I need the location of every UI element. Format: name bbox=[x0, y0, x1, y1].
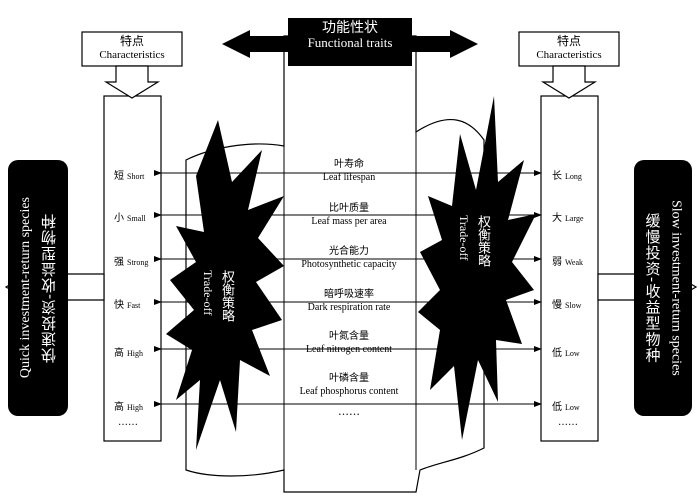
right-more: …… bbox=[558, 417, 578, 428]
title-cn: 功能性状 bbox=[322, 20, 378, 36]
left-more: …… bbox=[118, 417, 138, 428]
right-char-cn: 特点 bbox=[556, 34, 581, 48]
left-tradeoff-cn: 权衡策略 bbox=[219, 270, 234, 322]
functional-traits-arrow bbox=[222, 18, 478, 66]
trait-cn: 叶磷含量 bbox=[329, 373, 369, 384]
trait-en: Leaf lifespan bbox=[322, 171, 376, 183]
right-characteristics-box: 特点 Characteristics bbox=[519, 34, 619, 61]
left-column bbox=[103, 95, 162, 442]
slow-species-label: Slow investment-return species 缓慢投资-收益型物… bbox=[634, 160, 692, 416]
trait-en: Leaf phosphorus content bbox=[299, 385, 399, 397]
quick-species-label: 快速投资-收益型物种 Quick investment-return speci… bbox=[8, 160, 68, 416]
right-tradeoff-cn: 权衡策略 bbox=[475, 215, 490, 267]
left-tradeoff-en: Trade-off bbox=[201, 270, 215, 316]
title-en: Functional traits bbox=[307, 35, 393, 51]
slow-species-en: Slow investment-return species bbox=[668, 200, 684, 376]
trait-more: …… bbox=[338, 405, 360, 418]
quick-species-en: Quick investment-return species bbox=[17, 197, 33, 379]
trait-cn: 暗呼吸速率 bbox=[324, 289, 374, 300]
trait-en: Photosynthetic capacity bbox=[301, 258, 397, 270]
right-tradeoff-burst bbox=[418, 96, 536, 440]
right-down-arrow bbox=[540, 65, 598, 99]
trait-leaf-lifespan: 叶寿命 Leaf lifespan bbox=[282, 159, 416, 184]
right-tradeoff-en: Trade-off bbox=[457, 215, 471, 261]
left-char-cn: 特点 bbox=[119, 34, 144, 48]
trait-cn: 光合能力 bbox=[329, 246, 369, 257]
quick-species-cn: 快速投资-收益型物种 bbox=[39, 212, 58, 364]
trait-cn: 叶氮含量 bbox=[329, 331, 369, 342]
slow-species-cn: 缓慢投资-收益型物种 bbox=[643, 212, 662, 364]
left-char-en: Characteristics bbox=[99, 48, 165, 61]
trait-en: Leaf mass per area bbox=[311, 215, 387, 227]
left-tradeoff-burst bbox=[166, 120, 284, 450]
left-side-block bbox=[8, 160, 68, 416]
trait-cn: 叶寿命 bbox=[334, 159, 364, 170]
right-char-en: Characteristics bbox=[536, 48, 602, 61]
left-tradeoff-label: 权衡策略 Trade-off bbox=[200, 270, 236, 370]
trait-leaf-phosphorus-content: 叶磷含量 Leaf phosphorus content bbox=[282, 373, 416, 398]
trait-cn: 比叶质量 bbox=[329, 203, 369, 214]
right-tradeoff-label: 权衡策略 Trade-off bbox=[456, 215, 492, 315]
right-side-block bbox=[634, 160, 692, 416]
left-down-arrow bbox=[103, 65, 161, 99]
trait-photosynthetic-capacity: 光合能力 Photosynthetic capacity bbox=[282, 246, 416, 271]
trait-en: Leaf nitrogen content bbox=[305, 343, 393, 355]
functional-traits-title: 功能性状 Functional traits bbox=[288, 20, 412, 51]
trait-dark-respiration-rate: 暗呼吸速率 Dark respiration rate bbox=[282, 289, 416, 314]
trait-en: Dark respiration rate bbox=[307, 301, 391, 313]
trait-leaf-nitrogen-content: 叶氮含量 Leaf nitrogen content bbox=[282, 331, 416, 356]
right-column bbox=[540, 95, 599, 442]
left-characteristics-box: 特点 Characteristics bbox=[82, 34, 182, 61]
trait-leaf-mass-per-area: 比叶质量 Leaf mass per area bbox=[282, 203, 416, 228]
